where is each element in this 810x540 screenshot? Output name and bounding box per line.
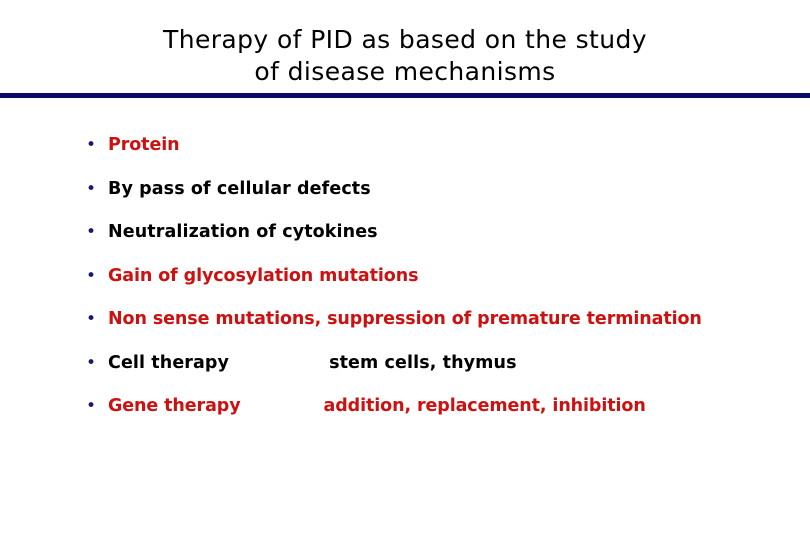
list-item-label: Gene therapy — [108, 396, 241, 416]
list-item-label: Protein — [108, 135, 180, 155]
list-item: • Gain of glycosylation mutations — [86, 263, 786, 307]
bullet-list: • Protein • By pass of cellular defects … — [86, 132, 786, 437]
bullet-icon: • — [86, 135, 97, 155]
list-item: • Neutralization of cytokines — [86, 219, 786, 263]
list-item-label: By pass of cellular defects — [108, 178, 371, 199]
list-item-detail: addition, replacement, inhibition — [323, 396, 646, 416]
page-title: Therapy of PID as based on the study of … — [0, 24, 810, 88]
list-item: • Gene therapy addition, replacement, in… — [86, 393, 786, 437]
title-divider — [0, 93, 810, 98]
bullet-icon: • — [86, 178, 97, 199]
list-item: • Non sense mutations, suppression of pr… — [86, 306, 786, 350]
bullet-icon: • — [86, 309, 97, 329]
list-item-label: Neutralization of cytokines — [108, 222, 378, 242]
bullet-icon: • — [86, 352, 97, 373]
list-item-detail: stem cells, thymus — [329, 352, 517, 373]
list-item: • By pass of cellular defects — [86, 176, 786, 220]
list-item: • Protein — [86, 132, 786, 176]
list-item: • Cell therapy stem cells, thymus — [86, 350, 786, 394]
list-item-label: Gain of glycosylation mutations — [108, 265, 419, 286]
bullet-icon: • — [86, 222, 97, 242]
list-item-label: Cell therapy — [108, 352, 230, 373]
list-item-label: Non sense mutations, suppression of prem… — [108, 309, 702, 329]
page-title-line-2: of disease mechanisms — [254, 57, 556, 86]
page-title-line-1: Therapy of PID as based on the study — [163, 25, 647, 54]
bullet-icon: • — [86, 396, 97, 416]
bullet-icon: • — [86, 265, 97, 286]
